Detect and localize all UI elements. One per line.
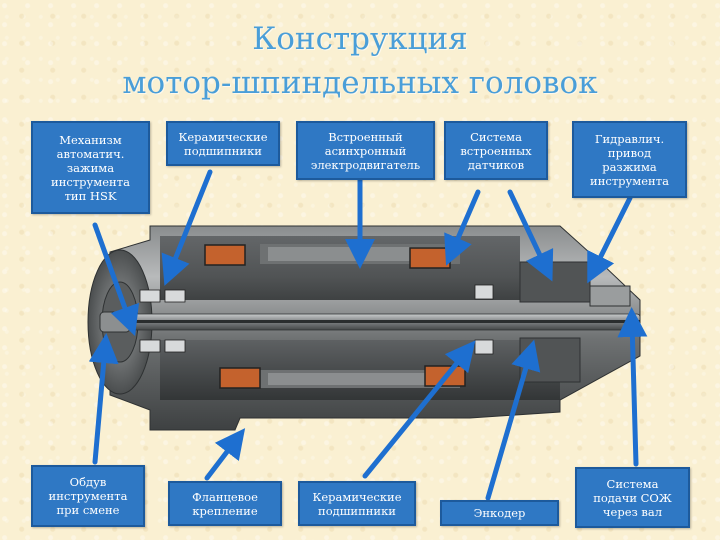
- label-encoder: Энкодер: [440, 500, 559, 526]
- arrow-flange: [204, 428, 246, 481]
- label-clamp-mechanism: Механизм автоматич. зажима инструмента т…: [31, 121, 150, 214]
- title-line-1: Конструкция: [252, 21, 468, 57]
- arrow-hydraulic: [587, 195, 633, 284]
- arrow-blowout: [88, 333, 119, 465]
- arrow-sensors-a: [444, 189, 481, 266]
- label-coolant-through-shaft: Система подачи СОЖ через вал: [575, 467, 690, 528]
- spindle-shaft: [99, 311, 641, 333]
- arrow-encoder: [485, 339, 541, 501]
- label-ceramic-bearings-bottom: Керамические подшипники: [298, 481, 416, 526]
- arrow-sensors-b: [507, 189, 554, 282]
- label-tool-blowout: Обдув инструмента при смене: [31, 465, 145, 527]
- label-induction-motor: Встроенный асинхронный электродвигатель: [296, 121, 435, 180]
- arrow-clamp: [92, 222, 140, 337]
- label-flange-mount: Фланцевое крепление: [168, 481, 282, 526]
- title-line-2: мотор-шпиндельных головок: [122, 65, 598, 101]
- label-hydraulic-release: Гидравлич. привод разжима инструмента: [572, 121, 687, 198]
- label-ceramic-bearings-top: Керамические подшипники: [166, 121, 280, 166]
- arrow-ceramic-bottom: [362, 340, 476, 479]
- arrow-coolant: [617, 307, 648, 467]
- arrow-ceramic-top: [161, 169, 213, 286]
- label-sensor-system: Система встроенных датчиков: [444, 121, 548, 180]
